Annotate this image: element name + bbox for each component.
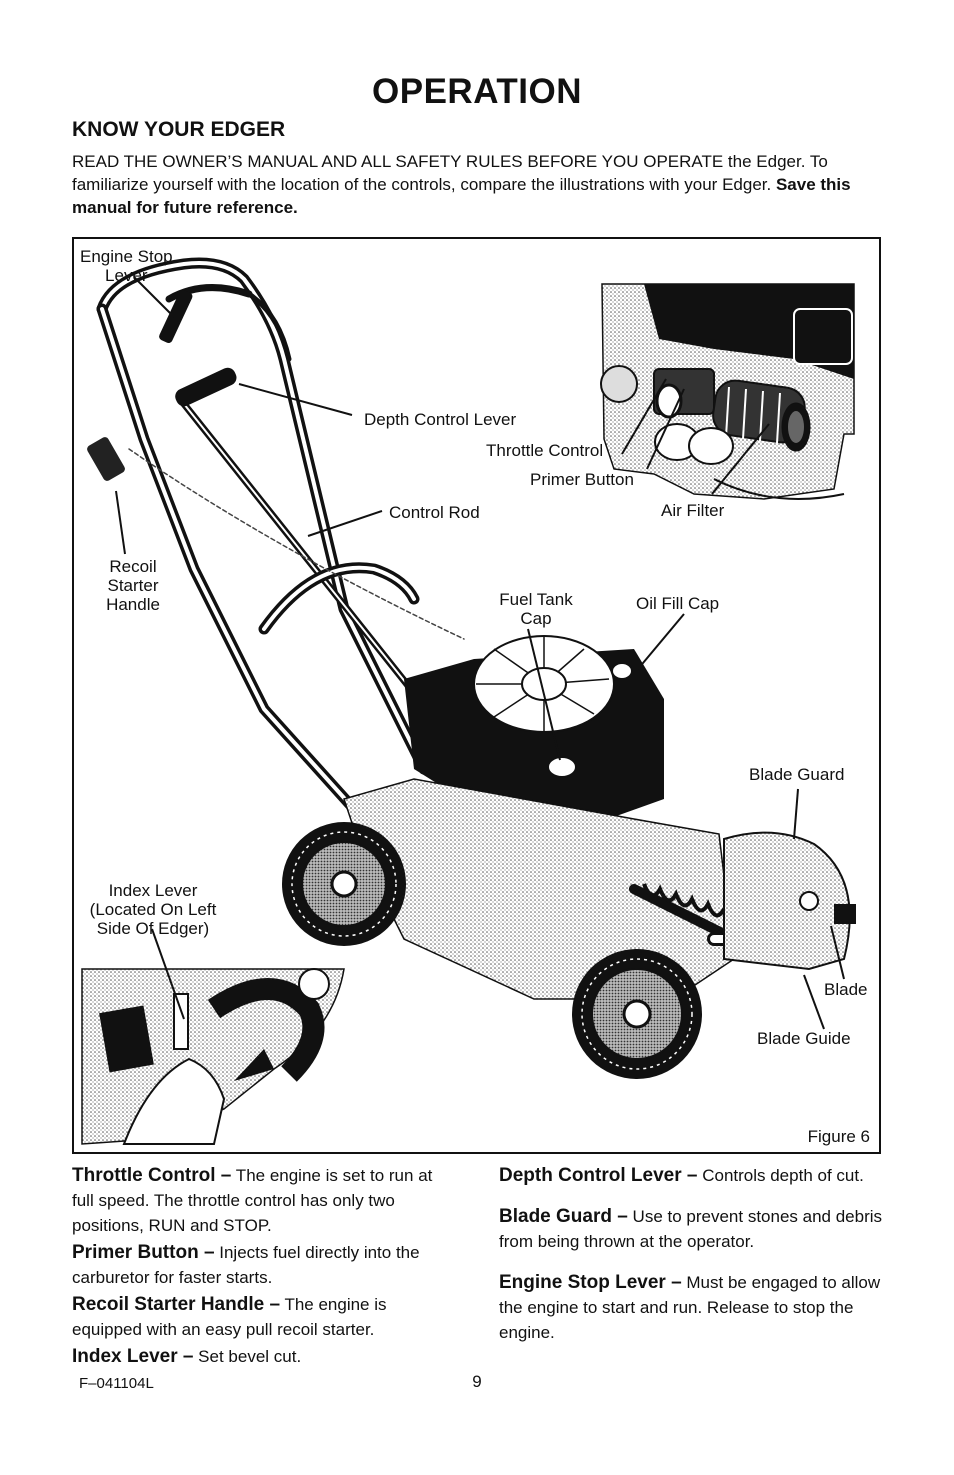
descriptions-left-column: Throttle Control – The engine is set to … xyxy=(72,1163,452,1371)
edger-illustration xyxy=(81,257,856,1145)
desc-blade-guard: Blade Guard – Use to prevent stones and … xyxy=(499,1206,883,1251)
label-fuel-tank-cap: Fuel Tank Cap xyxy=(499,590,573,628)
label-throttle-control: Throttle Control xyxy=(486,441,604,460)
desc-primer-button: Primer Button – Injects fuel directly in… xyxy=(72,1242,420,1287)
rear-wheel xyxy=(282,822,406,946)
desc-recoil-starter-handle: Recoil Starter Handle – The engine is eq… xyxy=(72,1294,387,1339)
fuel-tank-cap-part xyxy=(547,756,577,778)
front-wheel xyxy=(572,949,702,1079)
desc-engine-stop-lever: Engine Stop Lever – Must be engaged to a… xyxy=(499,1272,881,1342)
edger-figure: Engine Stop Lever Depth Control Lever Th… xyxy=(72,237,881,1154)
recoil-handle-part xyxy=(87,437,125,481)
engine-stop-lever-part xyxy=(159,289,193,344)
intro-text: READ THE OWNER’S MANUAL AND ALL SAFETY R… xyxy=(72,152,828,194)
label-depth-control-lever: Depth Control Lever xyxy=(364,410,517,429)
label-blade-guard: Blade Guard xyxy=(749,765,845,784)
intro-paragraph: READ THE OWNER’S MANUAL AND ALL SAFETY R… xyxy=(72,150,872,219)
label-control-rod: Control Rod xyxy=(389,503,480,522)
depth-lever-grip xyxy=(175,367,237,407)
desc-throttle-control: Throttle Control – The engine is set to … xyxy=(72,1165,433,1235)
label-blade-guide: Blade Guide xyxy=(757,1029,851,1048)
index-lever-inset xyxy=(81,968,345,1145)
figure-caption: Figure 6 xyxy=(807,1127,870,1146)
engine-closeup-inset xyxy=(600,283,855,500)
intro-bold-text: Save this manual for future reference. xyxy=(72,175,851,217)
blade-guard-part xyxy=(723,831,856,971)
desc-depth-control-lever: Depth Control Lever – Controls depth of … xyxy=(499,1165,864,1186)
section-title: KNOW YOUR EDGER xyxy=(72,118,286,141)
oil-fill-cap-part xyxy=(611,662,633,680)
document-code: F–041104L xyxy=(79,1375,154,1392)
label-air-filter: Air Filter xyxy=(661,501,725,520)
leader-lines xyxy=(115,276,845,1030)
descriptions-right-column: Depth Control Lever – Controls depth of … xyxy=(499,1163,884,1361)
label-index-lever: Index Lever (Located On Left Side Of Edg… xyxy=(89,881,217,938)
page-title: OPERATION xyxy=(372,72,582,111)
page-number: 9 xyxy=(472,1372,482,1391)
label-engine-stop-lever: Engine Stop Lever xyxy=(80,247,173,285)
label-primer-button: Primer Button xyxy=(530,470,634,489)
label-oil-fill-cap: Oil Fill Cap xyxy=(636,594,720,613)
label-blade: Blade xyxy=(824,980,868,999)
desc-index-lever: Index Lever – Set bevel cut. xyxy=(72,1346,302,1367)
label-recoil-starter-handle: Recoil Starter Handle xyxy=(106,557,160,614)
